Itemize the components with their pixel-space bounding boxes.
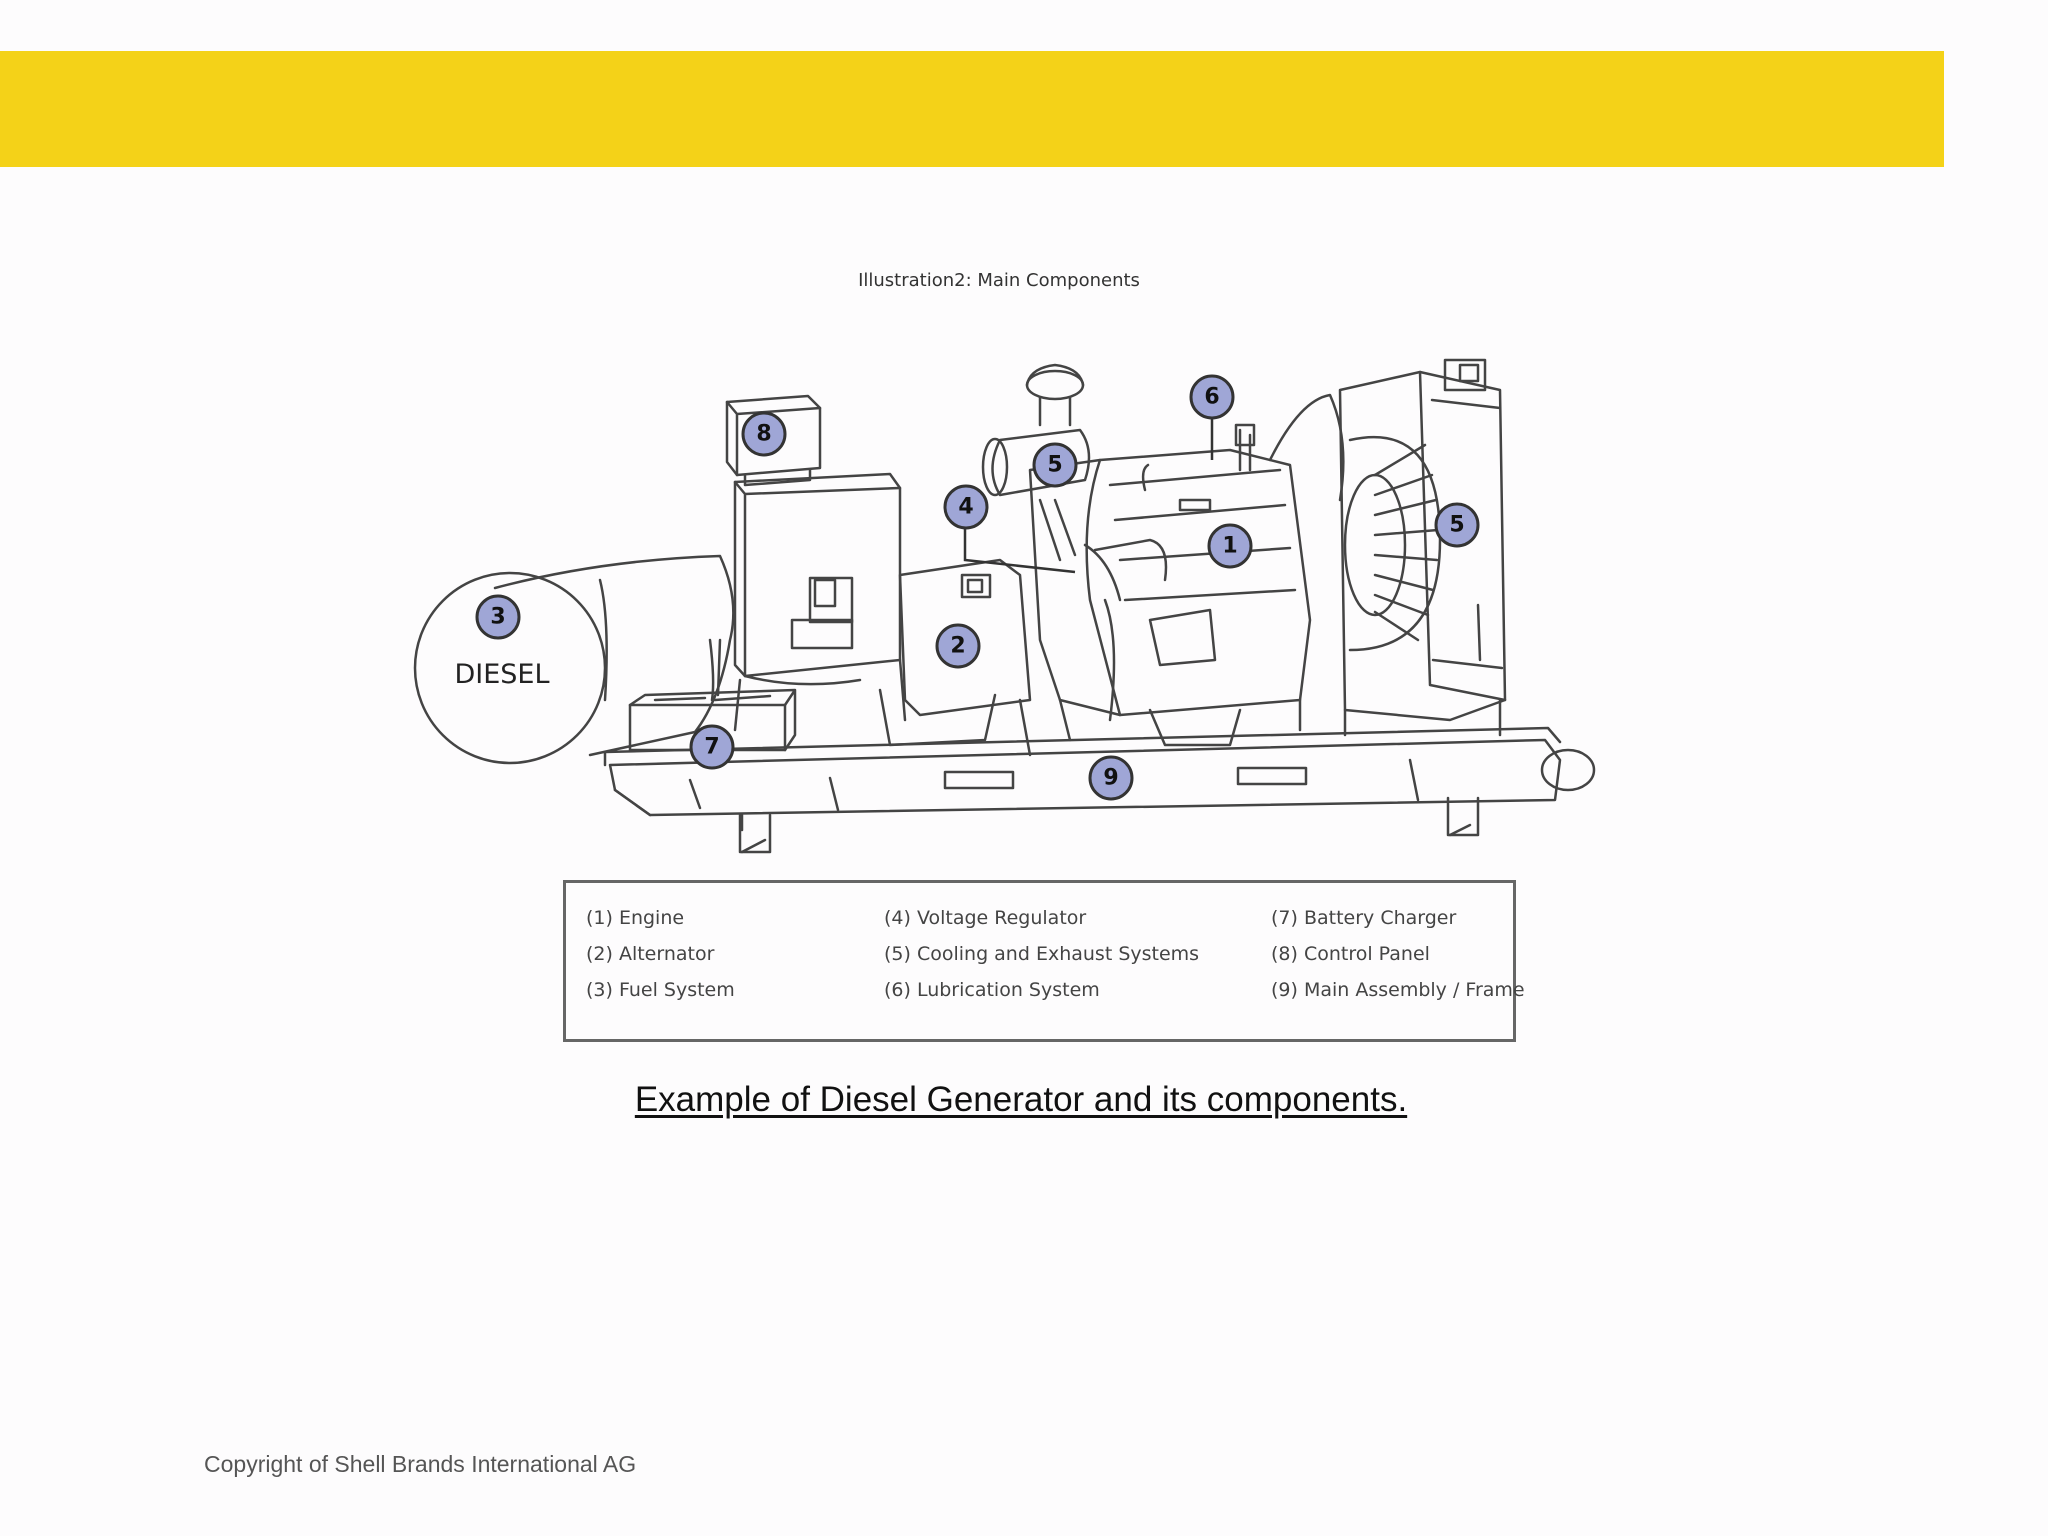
svg-text:8: 8 [756,422,771,447]
main-frame [603,726,1596,854]
svg-text:3: 3 [490,605,505,630]
svg-text:5: 5 [1449,513,1464,538]
svg-text:5: 5 [1047,453,1062,478]
control-panel [725,394,822,487]
legend-item: (9) Main Assembly / Frame [1271,979,1525,1001]
legend-item: (5) Cooling and Exhaust Systems [884,943,1200,965]
svg-text:2: 2 [950,634,965,659]
callout-4: 4 [943,484,1076,574]
svg-text:6: 6 [1204,385,1219,410]
callout-2: 2 [935,623,981,669]
legend-item: (3) Fuel System [586,979,735,1001]
air-filter-exhaust [981,363,1091,562]
alternator [733,472,907,732]
radiator-fan [1343,435,1442,652]
svg-text:7: 7 [704,735,719,760]
header-banner [0,51,1944,167]
callout-5-cooling: 5 [1434,502,1480,548]
svg-text:4: 4 [958,495,973,520]
legend-item: (6) Lubrication System [884,979,1100,1001]
illustration-title: Illustration2: Main Components [858,270,1140,291]
callout-6: 6 [1189,374,1235,460]
fuel-tank [413,554,735,765]
engine-block [1028,448,1312,747]
copyright-notice: Copyright of Shell Brands International … [204,1451,637,1477]
legend-item: (2) Alternator [586,943,715,965]
radiator [1338,358,1507,737]
callout-5-exhaust: 5 [1032,442,1078,488]
callout-8: 8 [741,411,787,457]
battery [628,638,797,752]
callout-3: 3 [475,594,521,640]
legend-item: (1) Engine [586,907,685,929]
legend-item: (8) Control Panel [1271,943,1430,965]
legend-item: (4) Voltage Regulator [884,907,1087,929]
svg-text:9: 9 [1103,766,1118,791]
figure-caption: Example of Diesel Generator and its comp… [634,1080,1408,1119]
callout-7: 7 [689,724,735,770]
callout-1: 1 [1207,523,1253,569]
engine-hoses [1083,393,1345,602]
legend-item: (7) Battery Charger [1271,907,1457,929]
voltage-regulator-housing [878,558,1032,757]
tank-label: DIESEL [454,659,549,690]
svg-text:1: 1 [1222,534,1237,559]
component-legend: (1) Engine (2) Alternator (3) Fuel Syste… [563,880,1525,1042]
callout-9: 9 [1088,755,1134,801]
